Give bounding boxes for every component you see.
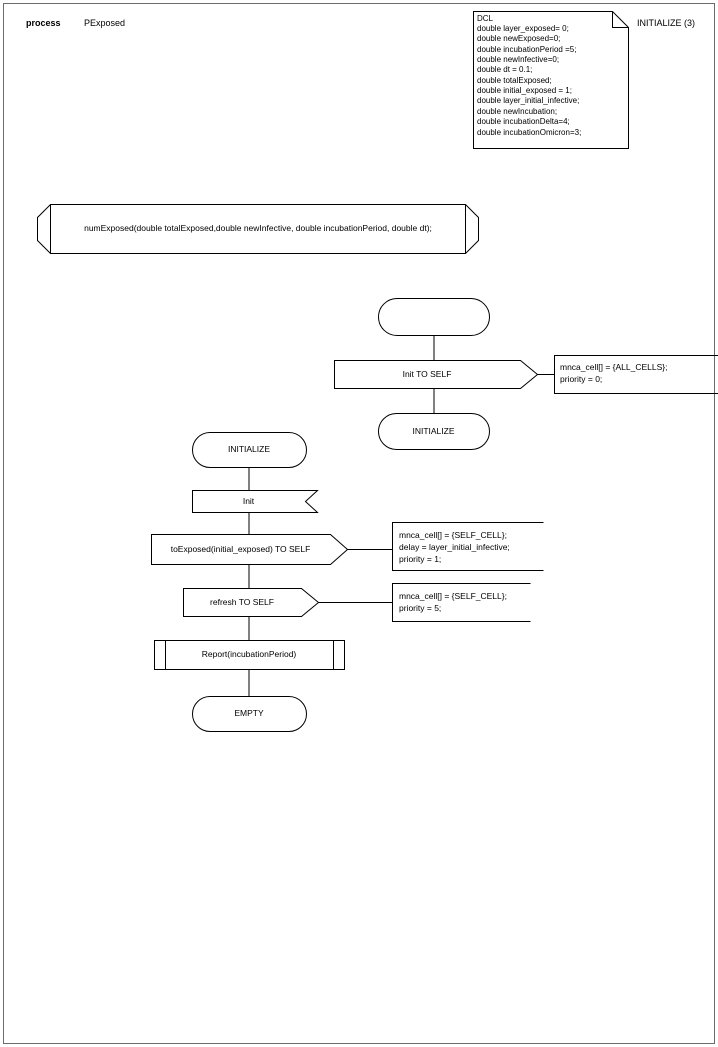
nextstate-empty-shape — [192, 696, 307, 732]
output-signal-init-hit[interactable] — [334, 360, 538, 389]
output-signal-init-label: Init TO SELF — [402, 369, 452, 379]
dcl-note-hit[interactable] — [473, 11, 629, 149]
procedure-declaration-hit[interactable] — [37, 204, 479, 254]
comment-top-line-1: priority = 0; — [560, 374, 603, 384]
input-signal-init-label: Init — [242, 496, 255, 506]
comment-bracket-toexposed — [392, 522, 544, 571]
dcl-line-10: double incubationOmicron=3; — [477, 128, 582, 137]
dcl-line-3: double newInfective=0; — [477, 55, 560, 64]
dcl-line-2: double incubationPeriod =5; — [477, 45, 577, 54]
dcl-line-1: double newExposed=0; — [477, 34, 561, 43]
comment-refresh-hit[interactable] — [392, 583, 531, 622]
comment-bracket-refresh — [392, 583, 531, 622]
dcl-line-6: double initial_exposed = 1; — [477, 86, 572, 95]
nextstate-initialize-label: INITIALIZE — [412, 426, 455, 436]
process-name-label: PExposed — [84, 18, 126, 28]
output-signal-toexposed-label: toExposed(initial_exposed) TO SELF — [170, 544, 311, 554]
dcl-note-fold — [612, 11, 629, 28]
input-signal-init-hit[interactable] — [192, 490, 318, 513]
procedure-call-hit[interactable] — [154, 640, 345, 670]
dcl-title: DCL — [477, 14, 494, 23]
comment-bracket-top — [554, 355, 718, 394]
state-initialize-label: INITIALIZE — [227, 444, 271, 454]
input-signal-init-shape[interactable] — [192, 490, 319, 513]
dcl-line-8: double newIncubation; — [477, 107, 558, 116]
nextstate-empty-label: EMPTY — [234, 708, 264, 718]
page-reference-label: INITIALIZE (3) — [637, 18, 696, 28]
dcl-line-0: double layer_exposed= 0; — [477, 24, 569, 33]
output-signal-refresh-hit[interactable] — [183, 588, 319, 617]
output-signal-refresh-shape[interactable] — [183, 588, 320, 617]
nextstate-initialize-hit[interactable] — [378, 413, 490, 450]
comment-top-hit[interactable] — [554, 355, 718, 394]
start-state-hit[interactable] — [378, 298, 490, 336]
dcl-line-7: double layer_initial_infective; — [477, 96, 580, 105]
output-signal-init-shape[interactable] — [334, 360, 539, 389]
state-initialize-hit[interactable] — [192, 432, 307, 468]
nextstate-empty-hit[interactable] — [192, 696, 307, 732]
dcl-line-9: double incubationDelta=4; — [477, 117, 570, 126]
nextstate-initialize-shape — [378, 413, 490, 450]
comment-refresh-line-1: priority = 5; — [399, 603, 442, 613]
dcl-note-shape — [473, 11, 629, 149]
comment-toexposed-line-1: delay = layer_initial_infective; — [399, 542, 510, 552]
comment-refresh-line-0: mnca_cell[] = {SELF_CELL}; — [399, 591, 507, 601]
dcl-line-5: double totalExposed; — [477, 76, 552, 85]
procedure-call-label: Report(incubationPeriod) — [201, 649, 297, 659]
output-signal-toexposed-hit[interactable] — [151, 534, 348, 565]
comment-toexposed-line-2: priority = 1; — [399, 554, 442, 564]
comment-toexposed-hit[interactable] — [392, 522, 544, 571]
dcl-line-4: double dt = 0.1; — [477, 65, 533, 74]
comment-toexposed-line-0: mnca_cell[] = {SELF_CELL}; — [399, 530, 507, 540]
output-signal-toexposed-shape[interactable] — [151, 534, 349, 565]
output-signal-refresh-label: refresh TO SELF — [210, 597, 274, 607]
comment-top-line-0: mnca_cell[] = {ALL_CELLS}; — [560, 362, 668, 372]
process-keyword-label: process — [26, 18, 61, 28]
procedure-declaration-label: numExposed(double totalExposed,double ne… — [84, 223, 432, 233]
